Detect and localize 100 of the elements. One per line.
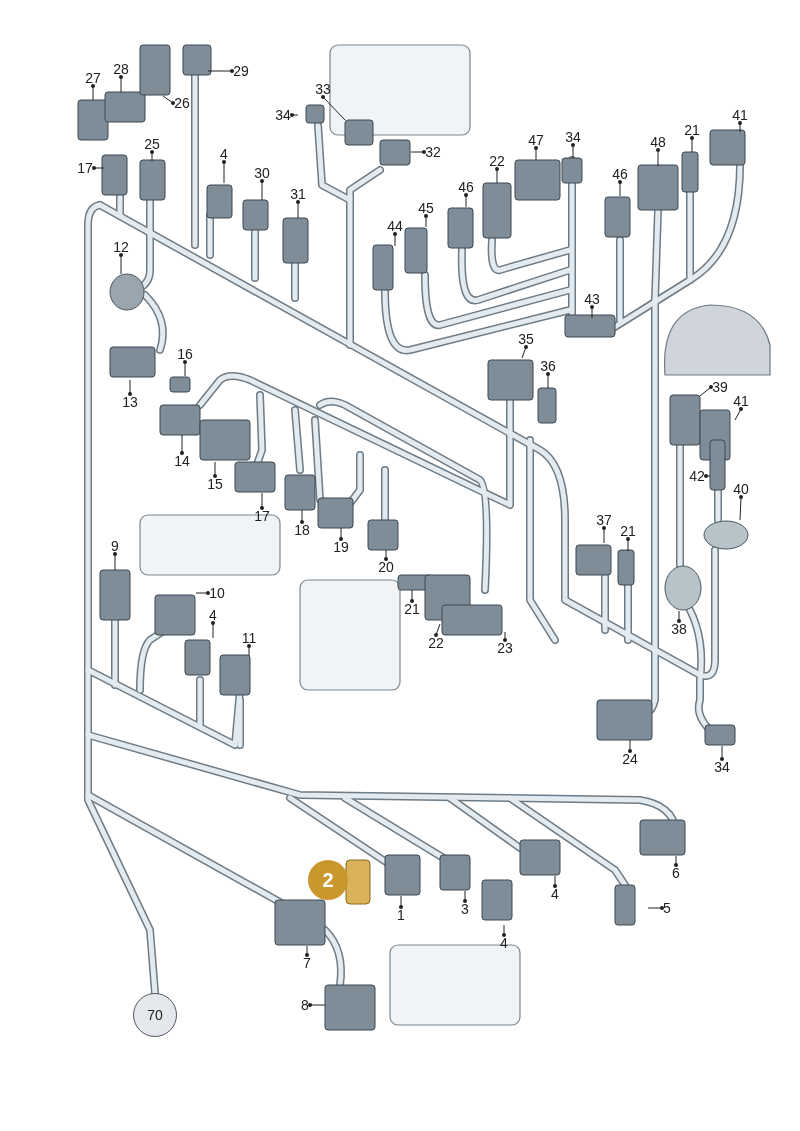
leader-line xyxy=(571,143,575,159)
callout-number: 10 xyxy=(209,585,225,601)
callout-number: 39 xyxy=(712,379,728,395)
leader-line xyxy=(260,492,264,510)
callout-number: 11 xyxy=(241,630,257,646)
callout-number: 23 xyxy=(497,640,513,656)
callout-number: 4 xyxy=(220,146,228,162)
leader-line xyxy=(162,95,175,105)
callout-number: 21 xyxy=(404,601,420,617)
callout-number: 28 xyxy=(113,61,129,77)
leader-line xyxy=(222,160,226,184)
leader-line xyxy=(546,372,550,389)
callout-number: 4 xyxy=(500,935,508,951)
callout-number: 7 xyxy=(303,955,311,971)
leader-line xyxy=(495,167,499,184)
callout-number: 34 xyxy=(714,759,730,775)
leader-line xyxy=(502,924,506,937)
callout-number: 18 xyxy=(294,522,310,538)
callout-number: 14 xyxy=(174,453,190,469)
callout-number: 13 xyxy=(122,394,138,410)
callout-number: 22 xyxy=(428,635,444,651)
callout-number: 3 xyxy=(461,901,469,917)
leader-line xyxy=(119,75,123,93)
callout-number: 8 xyxy=(301,997,309,1013)
callout-number: 34 xyxy=(275,107,291,123)
leader-line xyxy=(503,631,507,642)
callout-number: 45 xyxy=(418,200,434,216)
leader-line xyxy=(213,461,217,478)
callout-number: 24 xyxy=(622,751,638,767)
callout-number: 6 xyxy=(672,865,680,881)
callout-number: 37 xyxy=(596,512,612,528)
callout-number: 22 xyxy=(489,153,505,169)
leader-line xyxy=(180,434,184,455)
leader-line xyxy=(300,509,304,524)
leader-line xyxy=(424,214,428,228)
callout-number: 32 xyxy=(425,144,441,160)
callout-number: 33 xyxy=(315,81,331,97)
leader-line xyxy=(720,745,724,761)
leader-line xyxy=(738,121,742,133)
callout-number: 38 xyxy=(671,621,687,637)
leader-line xyxy=(296,200,300,219)
callout-number: 26 xyxy=(174,95,190,111)
callout-number: 5 xyxy=(663,900,671,916)
leader-line xyxy=(260,179,264,201)
leader-line xyxy=(195,591,210,595)
callout-number: 34 xyxy=(565,129,581,145)
callout-number: 41 xyxy=(733,393,749,409)
callout-number: 27 xyxy=(85,70,101,86)
leader-line xyxy=(553,875,557,888)
callout-number: 21 xyxy=(684,122,700,138)
leader-line xyxy=(410,150,426,154)
callout-number: 15 xyxy=(207,476,223,492)
callout-number: 29 xyxy=(233,63,249,79)
callout-number: 36 xyxy=(540,358,556,374)
leader-line xyxy=(628,739,632,753)
leader-line xyxy=(384,549,388,561)
callout-number: 1 xyxy=(397,907,405,923)
leader-line xyxy=(247,644,251,657)
leader-line xyxy=(464,193,468,208)
leader-line xyxy=(308,1003,326,1007)
leader-line xyxy=(91,84,95,101)
callout-circle: 70 xyxy=(133,993,177,1037)
leader-line xyxy=(305,945,309,957)
leader-line xyxy=(647,906,664,910)
callout-number: 17 xyxy=(77,160,93,176)
leader-line xyxy=(534,146,538,161)
leader-line xyxy=(92,166,105,170)
leader-line xyxy=(410,589,414,603)
callout-number: 31 xyxy=(290,186,306,202)
leader-line xyxy=(739,495,743,521)
callout-number: 12 xyxy=(113,239,129,255)
callout-number: 4 xyxy=(209,607,217,623)
leader-line xyxy=(690,136,694,153)
callout-number: 4 xyxy=(551,886,559,902)
leader-line xyxy=(521,345,528,359)
callout-number: 19 xyxy=(333,539,349,555)
leader-line xyxy=(399,895,403,909)
callout-number: 35 xyxy=(518,331,534,347)
leader-line xyxy=(290,113,299,117)
leader-line xyxy=(704,474,711,478)
callout-number: 41 xyxy=(732,107,748,123)
leader-line xyxy=(463,890,467,903)
leader-line xyxy=(674,855,678,867)
callout-number: 40 xyxy=(733,481,749,497)
leader-line xyxy=(183,360,187,377)
leader-line xyxy=(626,537,630,552)
leader-line xyxy=(699,385,713,397)
callout-number: 17 xyxy=(254,508,270,524)
callout-number: 9 xyxy=(111,538,119,554)
leader-line xyxy=(618,180,622,197)
callout-number: 46 xyxy=(458,179,474,195)
leader-line xyxy=(656,148,660,167)
leader-line xyxy=(734,407,743,421)
leader-line xyxy=(207,69,234,73)
leader-line xyxy=(590,305,594,319)
leader-line xyxy=(150,150,154,162)
leader-line xyxy=(393,232,397,247)
leader-line xyxy=(602,526,606,544)
callout-number: 48 xyxy=(650,134,666,150)
callout-badge: 2 xyxy=(308,860,348,900)
